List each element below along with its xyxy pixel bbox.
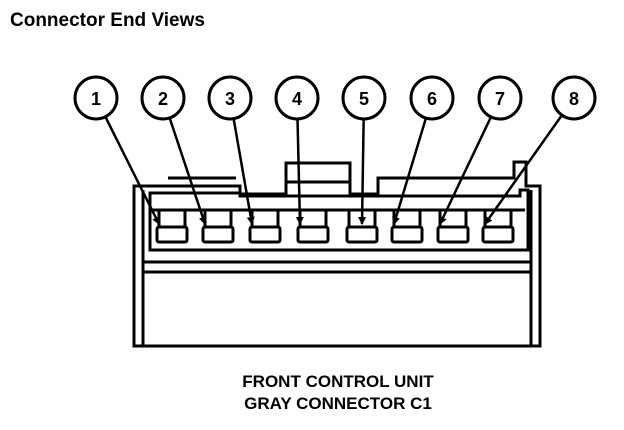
page-title: Connector End Views (10, 10, 205, 31)
terminal-slot (157, 210, 187, 226)
pin-circle (477, 75, 523, 121)
terminal-1 (155, 225, 189, 244)
pin-number: 6 (427, 89, 437, 109)
terminal-slot (203, 210, 233, 226)
caption-line-2: GRAY CONNECTOR C1 (244, 394, 432, 413)
leader-arrow (358, 119, 367, 225)
connector-body (132, 160, 542, 348)
leader-arrow (168, 118, 207, 225)
leader-arrow (483, 115, 563, 225)
pin-number: 1 (91, 89, 101, 109)
terminal-7 (436, 225, 470, 244)
terminal-slot (250, 210, 280, 226)
pin-number: 2 (158, 89, 168, 109)
terminal-slot (298, 210, 328, 226)
pin-callouts: 1 2 3 4 5 6 7 8 (73, 75, 597, 225)
terminals (155, 210, 515, 244)
pin-circle (274, 75, 320, 121)
terminal-5 (345, 225, 379, 244)
pin-circle (551, 75, 597, 121)
pin-circle (409, 75, 455, 121)
pin-circle (73, 75, 119, 121)
leader-arrow (232, 119, 255, 225)
terminal-6 (390, 225, 424, 244)
terminal-slot (347, 210, 377, 226)
pin-circle (341, 75, 387, 121)
terminal-3 (248, 225, 282, 244)
terminal-8 (481, 225, 515, 244)
pin-circle (140, 75, 186, 121)
leader-arrow (392, 118, 427, 225)
pin-number: 5 (359, 89, 369, 109)
leader-arrow (295, 119, 304, 225)
pin-circle (207, 75, 253, 121)
pin-number: 7 (495, 89, 505, 109)
pin-number: 8 (569, 89, 579, 109)
leader-arrow (438, 117, 492, 225)
caption-line-1: FRONT CONTROL UNIT (242, 372, 434, 391)
terminal-2 (201, 225, 235, 244)
terminal-4 (296, 225, 330, 244)
leader-arrow (104, 117, 161, 225)
pin-number: 4 (292, 89, 302, 109)
pin-number: 3 (225, 89, 235, 109)
